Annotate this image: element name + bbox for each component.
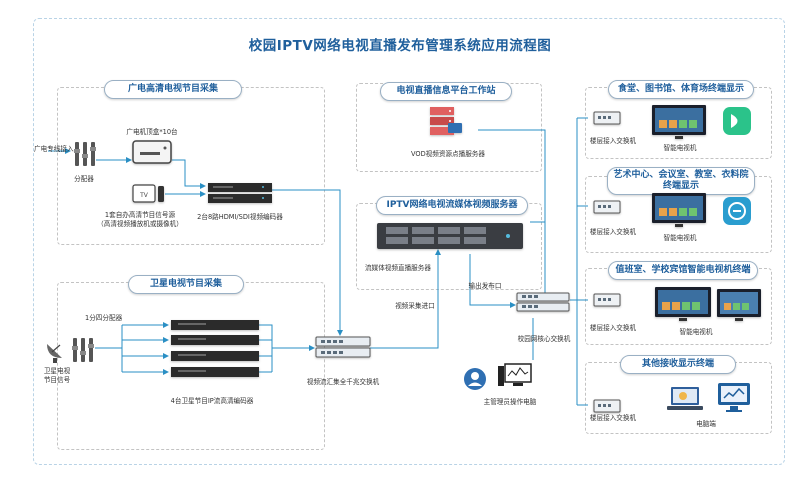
diagram-frame	[33, 18, 785, 465]
satellite-splitter-label: 1分四分配器	[85, 314, 123, 322]
terminal-4-title: 其他接收显示终端	[620, 355, 736, 374]
streaming-server-label: 流媒体视频直播服务器	[365, 264, 431, 272]
satellite-signal-label-line1: 卫星电视	[43, 367, 71, 375]
laptop-icon	[667, 387, 703, 410]
floor-switch-label-4: 楼层接入交换机	[589, 414, 637, 422]
chat-app-icon	[723, 197, 751, 225]
aggregation-switch-label: 视频流汇集全千兆交换机	[306, 378, 380, 386]
output-port-label: 输出发布口	[468, 282, 502, 290]
vod-server-icon	[430, 107, 462, 135]
splitter-icon	[74, 142, 96, 166]
streaming-server-icon	[377, 223, 523, 249]
terminal-2-title-line2: 终端显示	[662, 181, 699, 191]
floor-switch-icon-4	[593, 399, 621, 413]
broadcast-group-title: 广电高清电视节目采集	[104, 80, 242, 99]
satellite-group-title: 卫星电视节目采集	[128, 275, 244, 294]
satellite-encoder-icon	[171, 320, 259, 377]
smart-tv-label-1: 智能电视机	[663, 144, 697, 152]
satellite-signal-label-line2: 节目信号	[43, 376, 71, 384]
smart-tv-icon-2	[652, 193, 706, 227]
splitter-label: 分配器	[74, 175, 94, 183]
terminal-2-title-line1: 艺术中心、会议室、教室、衣料院	[613, 170, 749, 180]
hdmi-encoder-label: 2台8路HDMI/SDI视频编码器	[197, 213, 283, 221]
campus-switch-icon	[516, 292, 570, 312]
smart-tv-icon-1	[652, 105, 706, 139]
admin-pc-label: 主管理员操作电脑	[483, 398, 537, 406]
admin-user-icon	[464, 368, 486, 390]
set-top-box-icon	[132, 140, 172, 164]
terminal-2-title: 艺术中心、会议室、教室、衣料院 终端显示	[607, 167, 755, 195]
floor-switch-label-2: 楼层接入交换机	[589, 228, 637, 236]
floor-switch-icon-2	[593, 200, 621, 214]
smart-tv-icon-3	[655, 287, 711, 321]
satellite-encoder-label: 4台卫星节目IP流高清编码器	[170, 397, 254, 405]
campus-switch-label: 校园网核心交换机	[517, 335, 571, 343]
floor-switch-label-3: 楼层接入交换机	[589, 324, 637, 332]
tv-source-label-line1: 1套自办高清节目信号源	[104, 211, 176, 219]
streaming-title: IPTV网络电视流媒体视频服务器	[376, 196, 528, 215]
smart-tv-icon-3b	[717, 289, 761, 321]
diagram-title: 校园IPTV网络电视直播发布管理系统应用流程图	[248, 38, 552, 54]
floor-switch-icon-1	[593, 111, 621, 125]
tv-source-icon: TV	[132, 184, 164, 203]
floor-switch-label-1: 楼层接入交换机	[589, 137, 637, 145]
cable-input-label: 广电专线接入	[34, 145, 74, 153]
desktop-pc-icon	[718, 383, 750, 412]
admin-pc-icon	[498, 363, 532, 386]
terminal-3-title: 值班室、学校宾馆智能电视机终端	[608, 261, 758, 280]
satellite-splitter-icon	[72, 338, 94, 362]
aggregation-switch-icon	[315, 336, 371, 358]
satellite-dish-icon	[47, 344, 62, 363]
video-input-label: 视频采集进口	[395, 302, 435, 310]
tv-source-label-line2: （高清视频播放机或摄像机）	[97, 220, 183, 228]
smart-tv-label-2: 智能电视机	[663, 234, 697, 242]
terminal-1-title: 食堂、图书馆、体育场终端显示	[608, 80, 754, 99]
video-app-icon	[723, 107, 751, 135]
floor-switch-icon-3	[593, 293, 621, 307]
stb-label: 广电机顶盒*10台	[126, 128, 178, 136]
hdmi-encoder-icon	[208, 183, 272, 203]
svg-text:TV: TV	[139, 192, 149, 199]
smart-tv-label-3: 智能电视机	[679, 328, 713, 336]
pc-terminal-label: 电脑端	[696, 420, 716, 428]
vod-server-label: VOD视频资源点播服务器	[410, 150, 486, 158]
info-platform-title: 电视直播信息平台工作站	[380, 82, 512, 101]
